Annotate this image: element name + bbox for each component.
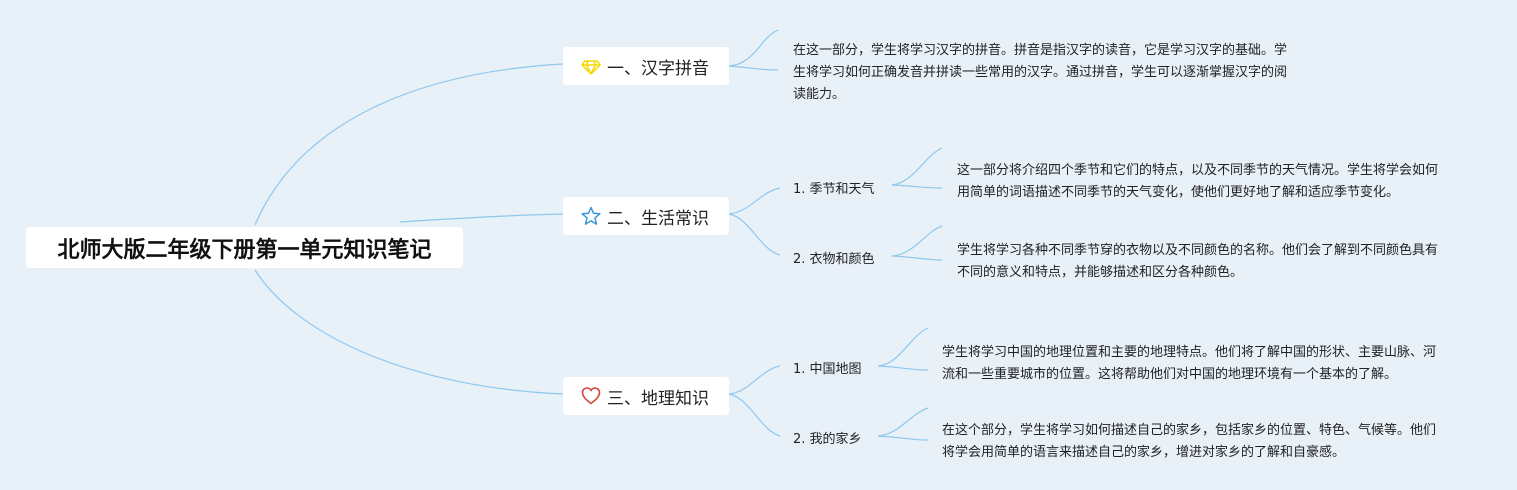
sub-topic-seasons-weather[interactable]: 1. 季节和天气 <box>793 182 875 197</box>
sub-topic-seasons-weather-note: 这一部分将介绍四个季节和它们的特点，以及不同季节的天气情况。学生将学会如何用简单… <box>957 163 1439 200</box>
connector-branch-2-sub-1 <box>728 187 781 215</box>
diamond-icon <box>581 56 601 76</box>
connector-sub-3-2-note <box>877 407 929 437</box>
connector-sub-3-1-note-b <box>877 365 929 371</box>
star-icon <box>581 206 601 226</box>
connector-sub-3-1-note <box>877 327 929 367</box>
connector-root-branch-1 <box>254 63 564 226</box>
connector-branch-3-sub-2 <box>728 393 781 437</box>
root-title: 北师大版二年级下册第一单元知识笔记 <box>57 237 432 263</box>
sub-topic-clothes-colors-note: 学生将学习各种不同季节穿的衣物以及不同颜色的名称。他们会了解到不同颜色具有不同的… <box>957 243 1439 280</box>
connector-branch-3-sub-1 <box>728 365 781 395</box>
connector-sub-3-2-note-b <box>877 435 929 441</box>
branch-label: 一、汉字拼音 <box>607 58 709 79</box>
branch-label: 二、生活常识 <box>607 208 709 229</box>
branch-label: 三、地理知识 <box>607 388 709 409</box>
connector-branch-1-note <box>728 29 779 67</box>
connector-branch-1-note-b <box>728 65 779 71</box>
heart-icon <box>581 386 601 406</box>
connector-root-branch-2 <box>399 213 564 223</box>
branch-life-knowledge[interactable]: 二、生活常识 <box>563 197 729 235</box>
sub-topic-china-map[interactable]: 1. 中国地图 <box>793 362 862 377</box>
connector-sub-2-2-note <box>891 225 943 257</box>
connector-sub-2-1-note <box>891 147 943 186</box>
connector-sub-2-1-note-b <box>891 184 943 189</box>
sub-topic-hometown-note: 在这个部分，学生将学习如何描述自己的家乡，包括家乡的位置、特色、气候等。他们将学… <box>942 423 1437 460</box>
sub-topic-clothes-colors[interactable]: 2. 衣物和颜色 <box>793 252 875 267</box>
connector-branch-2-sub-2 <box>728 213 781 256</box>
sub-topic-china-map-note: 学生将学习中国的地理位置和主要的地理特点。他们将了解中国的形状、主要山脉、河流和… <box>942 345 1437 382</box>
sub-topic-hometown[interactable]: 2. 我的家乡 <box>793 432 862 447</box>
branch-pinyin-note: 在这一部分，学生将学习汉字的拼音。拼音是指汉字的读音，它是学习汉字的基础。学生将… <box>793 43 1288 102</box>
connector-sub-2-2-note-b <box>891 255 943 261</box>
branch-geography[interactable]: 三、地理知识 <box>563 377 729 415</box>
connector-root-branch-3 <box>254 269 564 395</box>
root-topic[interactable]: 北师大版二年级下册第一单元知识笔记 <box>26 227 463 268</box>
branch-pinyin[interactable]: 一、汉字拼音 <box>563 47 729 85</box>
